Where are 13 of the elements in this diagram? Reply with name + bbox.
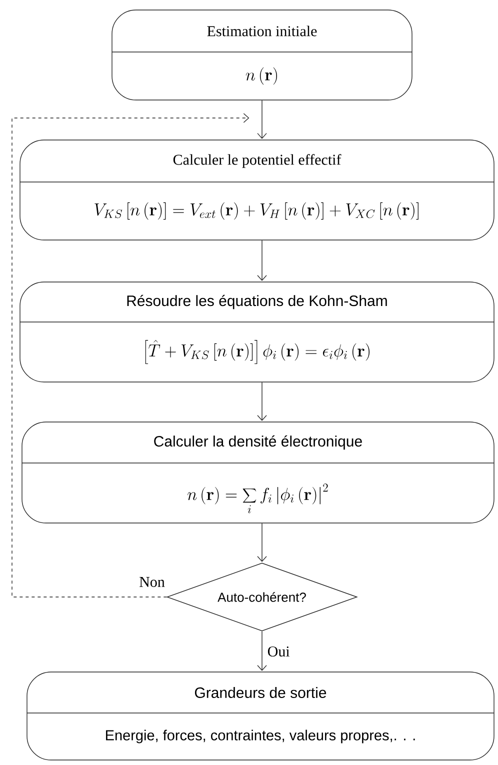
arrow <box>257 382 267 421</box>
edge-label: Oui <box>266 645 291 658</box>
process-box: Calculer le potentiel effectif $V_{KS}\left[n\left(\mathbf{r}\right)\right]=V_{ext}\left(\mathbf{r}\right)+V_{H}\left[n\left(\mathbf{r}\right)\right]+V_{XC}\left[n\left(\mathbf{r}\right)\right]$ <box>20 140 494 240</box>
arrow <box>12 113 250 598</box>
edge-label: Non <box>138 576 166 588</box>
arrow <box>257 523 267 562</box>
arrow <box>257 100 267 139</box>
process-box: Grandeurs de sortie Energie, forces, contraintes, valeurs propres,. . . <box>26 672 494 760</box>
process-box: Estimation initiale $n\left(\mathbf{r}\right)$ <box>112 10 412 100</box>
arrow <box>257 240 267 281</box>
process-box: Résoudre les équations de Kohn-Sham $\left[\hat{T}+V_{KS}\left[n\left(\mathbf{r}\right)\right]\right]\phi_i\left(\mathbf{r}\right)=\epsilon_i\phi_i\left(\mathbf{r}\right)$ <box>20 282 494 382</box>
arrow <box>257 631 267 671</box>
process-box: Calculer la densité électronique $n\left(\mathbf{r}\right)=\sum_i f_i\left|\phi_i\left(\mathbf{r}\right)\right|^2$ <box>22 422 494 524</box>
